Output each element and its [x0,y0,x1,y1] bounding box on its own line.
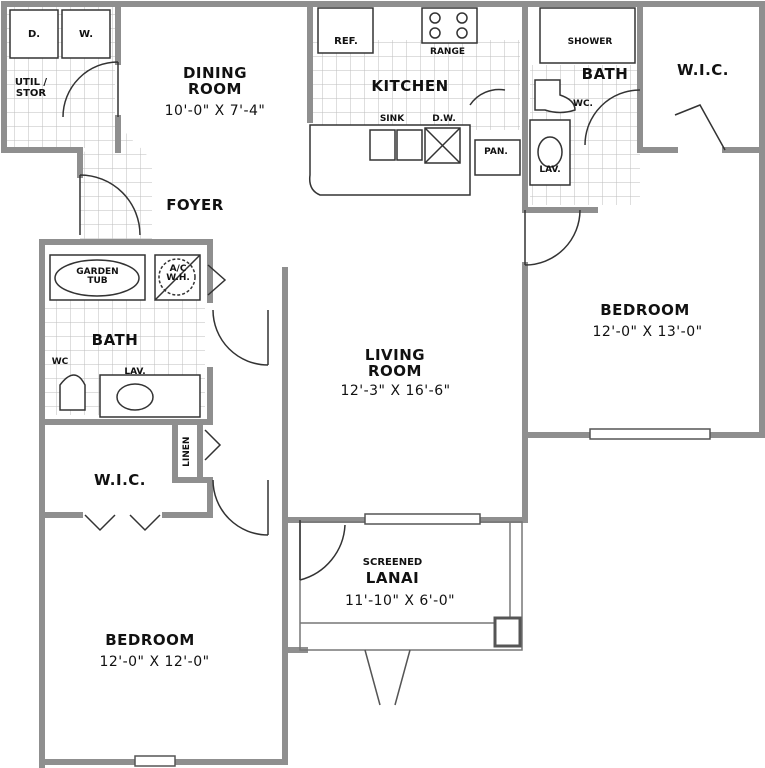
dryer-label: D. [27,29,41,40]
lav-second-label: LAV. [124,367,146,377]
bedroom-master-label: BEDROOM [600,301,690,319]
wall-utility [1,1,83,153]
bath-second-label: BATH [91,331,139,349]
bedroom-second-label: BEDROOM [105,631,195,649]
door-linen [204,429,222,461]
range-burner [456,12,468,24]
refrigerator-box [317,7,374,54]
wic-master-label: W.I.C. [676,61,729,79]
wc-master-label: WC. [573,99,593,109]
pantry-label: PAN. [484,147,508,157]
vanity-master [529,119,571,186]
tile-kitchen [310,40,520,130]
lanai-label-top: SCREENED [362,557,423,568]
dining-room-dims: 10'-0" X 7'-4" [164,103,266,119]
bedroom-second-dims: 12'-0" X 12'-0" [99,654,210,670]
door-pantry [469,88,506,106]
windows [134,428,711,767]
lanai-dims: 11'-10" X 6'-0" [344,593,456,609]
window-second-bed [134,755,176,767]
bedroom-master-dims: 12'-0" X 13'-0" [592,324,703,340]
tile-foyer [80,125,152,240]
washer-label: W. [78,29,93,40]
door-bed-second [212,479,269,536]
door-bath-master [584,89,641,146]
lanai-door-swing [364,649,411,706]
window-master-bed [589,428,711,440]
sink-basin [369,129,396,161]
door-bedroom-master [524,209,581,266]
range-burner [456,27,468,39]
bath-master-label: BATH [581,65,629,83]
garden-tub-basin [54,259,140,297]
refrigerator-label: REF. [334,36,358,47]
door-swings [62,61,726,581]
door-wic-second [84,514,161,532]
door-wic-master [674,104,726,151]
ac-slash [154,254,201,301]
shower-stall [539,7,636,64]
foyer-label: FOYER [166,196,224,214]
lav-basin-master [537,136,563,168]
sink-label: SINK [379,114,405,124]
lanai-label: LANAI [365,569,420,587]
door-lanai [299,520,346,581]
wc-second-label: WC [51,357,69,367]
toilet-second [59,374,86,411]
door-utility [62,61,119,118]
lav-basin-second [116,383,154,411]
living-room-dims: 12'-3" X 16'-6" [340,383,451,399]
kitchen-label: KITCHEN [371,77,449,95]
range-label: RANGE [430,47,465,57]
range-burner [429,12,441,24]
pantry-box [474,139,521,176]
sink-basin [396,129,423,161]
shower-label: SHOWER [567,37,613,47]
door-entry [79,174,141,236]
door-bath-second [212,309,269,366]
lanai-post [493,616,522,648]
wic-second-label: W.I.C. [93,471,146,489]
util-stor-label: UTIL /STOR [14,77,48,99]
lav-master-label: LAV. [539,165,561,175]
door-ac [207,264,227,296]
dishwasher-x [424,127,461,164]
linen-label: LINEN [181,436,192,467]
window-living [364,513,481,525]
washer-box [61,9,111,59]
lanai-screen [299,521,523,706]
dishwasher-label: D.W. [432,114,456,124]
fixtures [9,7,636,418]
dryer-box [9,9,59,59]
range-burner [429,27,441,39]
toilet-master [534,79,576,114]
range-box [421,7,478,44]
